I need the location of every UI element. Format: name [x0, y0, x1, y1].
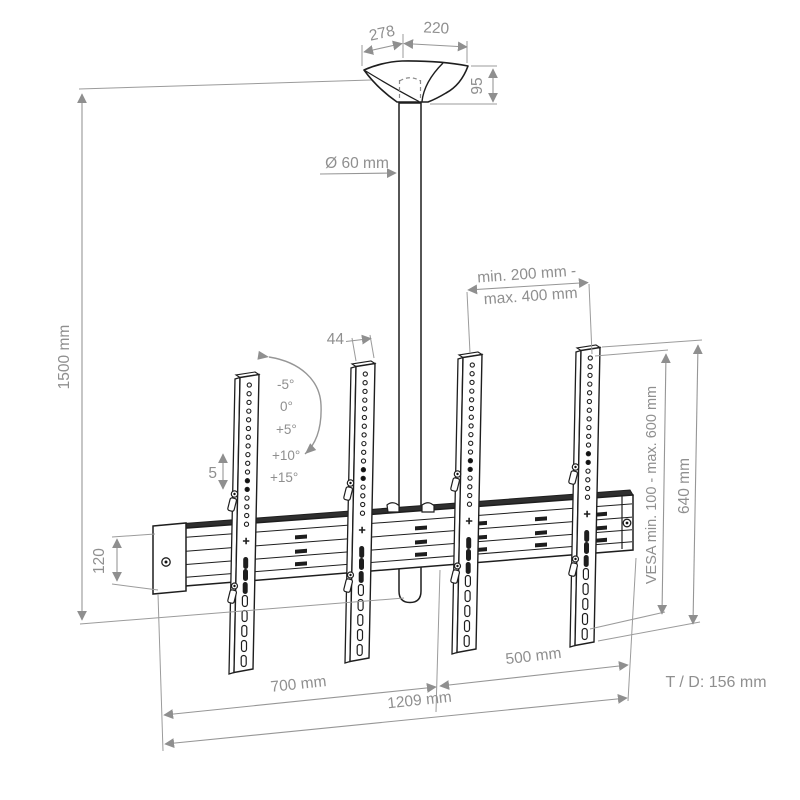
- tilt-angle-label: +15°: [270, 470, 298, 485]
- bracket-spacing-label-line2: max. 400 mm: [483, 285, 578, 309]
- tv-bracket-4: [568, 344, 602, 648]
- bracket-spacing-label-line1: min. 200 mm -: [477, 263, 577, 287]
- tv-bracket-3: [450, 351, 484, 655]
- rail-end-cap-left: [152, 522, 187, 595]
- plate-right-width-label: 220: [423, 19, 450, 37]
- tilt-angle-labels: -5° 0° +5° +10° +15°: [270, 377, 300, 485]
- ceiling-extension-line: [78, 79, 372, 90]
- dim-min-max: [467, 278, 589, 295]
- plate-height-label: 95: [469, 77, 486, 94]
- bracket-length-label: 640 mm: [676, 458, 693, 514]
- dim-1209: [164, 693, 628, 749]
- pole-bottom-extension-line: [79, 597, 405, 625]
- dimension-annotations: 1500 mm 278 220 95 Ø 60 mm min. 200 mm -…: [56, 19, 767, 752]
- vesa-range-label: VESA min. 100 - max. 600 mm: [644, 386, 660, 584]
- hidden-pole-dashes: [398, 77, 422, 101]
- pole-diameter-label: Ø 60 mm: [325, 155, 389, 172]
- tilt-angle-label: +10°: [272, 448, 300, 463]
- right-span-label: 500 mm: [505, 645, 563, 668]
- tilt-angle-label: -5°: [277, 377, 294, 392]
- depth-label: T / D: 156 mm: [665, 674, 766, 691]
- dim-640: [688, 344, 703, 625]
- left-span-label: 700 mm: [270, 673, 327, 696]
- plate-left-width-label: 278: [368, 23, 397, 45]
- tv-bracket-1: [227, 371, 261, 675]
- dim-500: [439, 661, 629, 690]
- fine-adjust-label: 5: [208, 465, 217, 482]
- horizontal-rail: [152, 489, 634, 595]
- mounting-pole: [398, 102, 422, 604]
- dim-278: [363, 40, 403, 55]
- tilt-angle-label: +5°: [276, 422, 297, 437]
- tilt-angle-label: 0°: [280, 399, 293, 414]
- dim-diameter-leader: [319, 168, 397, 179]
- drop-height-label: 1500 mm: [56, 325, 73, 390]
- rail-height-label: 120: [91, 548, 108, 574]
- dim-220: [403, 39, 468, 52]
- overall-width-label: 1209 mm: [387, 689, 453, 713]
- tilt-arc: [257, 350, 322, 455]
- tv-bracket-2: [343, 360, 377, 664]
- dim-44: [345, 334, 372, 345]
- ceiling-plate: [363, 60, 469, 103]
- bracket-width-label: 44: [327, 331, 345, 348]
- tv-brackets: [227, 344, 602, 675]
- dim-vesa: [657, 353, 671, 615]
